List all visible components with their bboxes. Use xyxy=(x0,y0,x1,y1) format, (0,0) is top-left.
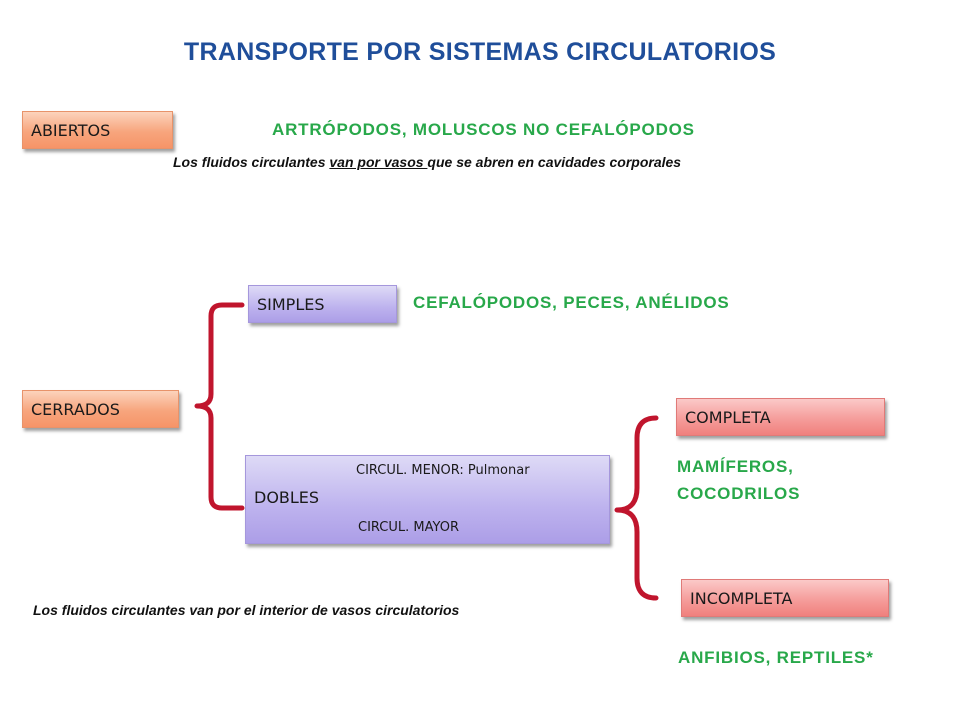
abiertos-note-prefix: Los fluidos circulantes xyxy=(173,154,330,170)
completa-box: COMPLETA xyxy=(676,398,885,436)
cerrados-note: Los fluidos circulantes van por el inter… xyxy=(33,602,460,618)
completa-examples-line2: COCODRILOS xyxy=(677,484,801,503)
completa-label: COMPLETA xyxy=(685,407,771,427)
page-title: TRANSPORTE POR SISTEMAS CIRCULATORIOS xyxy=(183,38,777,66)
dobles-label: DOBLES xyxy=(254,488,320,507)
abiertos-label: ABIERTOS xyxy=(31,120,111,140)
cerrados-box: CERRADOS xyxy=(22,390,179,428)
simples-label: SIMPLES xyxy=(257,294,325,314)
completa-examples-line1: MAMÍFEROS, xyxy=(677,457,794,476)
cerrados-brace-icon xyxy=(194,302,245,511)
cerrados-label: CERRADOS xyxy=(31,399,120,419)
incompleta-label: INCOMPLETA xyxy=(690,588,793,608)
dobles-box: CIRCUL. MENOR: Pulmonar DOBLES CIRCUL. M… xyxy=(245,455,610,544)
incompleta-box: INCOMPLETA xyxy=(681,579,889,617)
dobles-menor: CIRCUL. MENOR: Pulmonar xyxy=(356,463,530,478)
dobles-mayor: CIRCUL. MAYOR xyxy=(358,520,459,535)
dobles-brace-icon xyxy=(614,415,659,601)
simples-examples: CEFALÓPODOS, PECES, ANÉLIDOS xyxy=(413,293,730,312)
abiertos-note-underlined: van por vasos xyxy=(329,154,428,170)
abiertos-note-suffix: que se abren en cavidades corporales xyxy=(427,154,682,170)
simples-box: SIMPLES xyxy=(248,285,397,323)
abiertos-examples: ARTRÓPODOS, MOLUSCOS NO CEFALÓPODOS xyxy=(272,120,695,139)
abiertos-note: Los fluidos circulantes van por vasos qu… xyxy=(173,154,681,170)
completa-examples: MAMÍFEROS, COCODRILOS xyxy=(677,453,800,507)
abiertos-box: ABIERTOS xyxy=(22,111,173,149)
incompleta-examples: ANFIBIOS, REPTILES* xyxy=(678,648,874,667)
